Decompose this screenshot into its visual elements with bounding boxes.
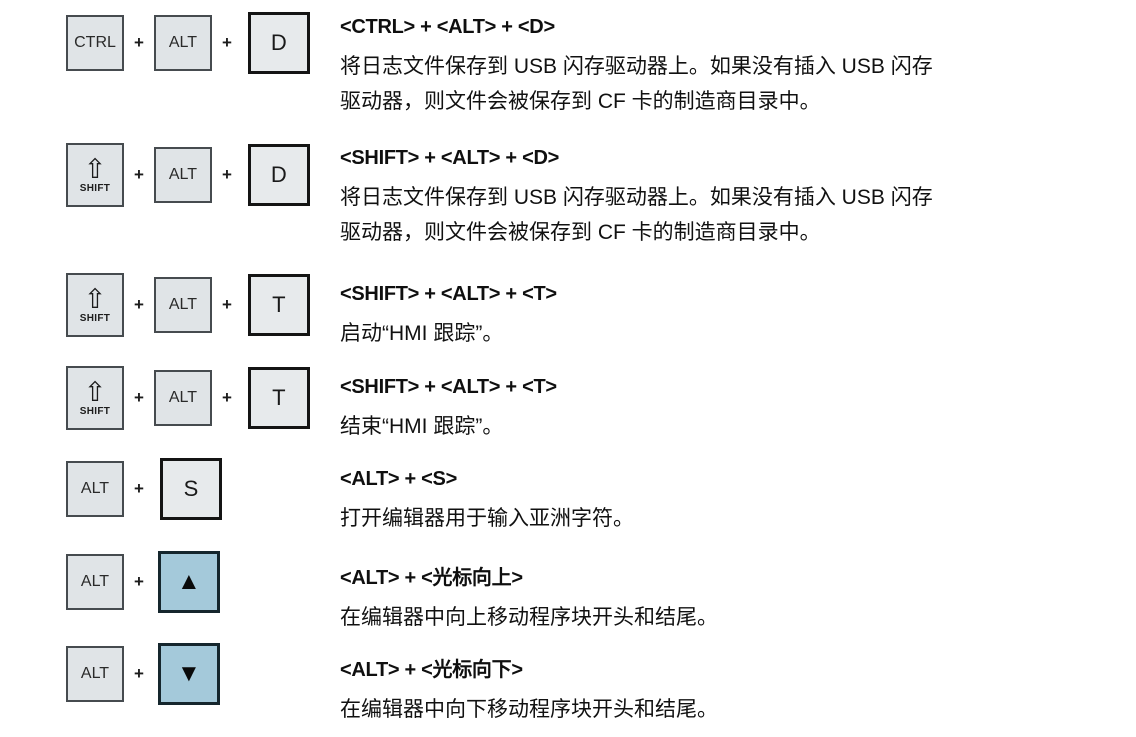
shortcut-heading: <ALT> + <S> [340,468,457,490]
key-label: ALT [80,573,110,590]
shortcut-row-shift-alt-t-end: ⇧ SHIFT + ALT + T <SHIFT> + <ALT> + <T> … [66,366,1136,458]
shift-arrow-icon: ⇧ [83,284,107,314]
shortcut-text: <SHIFT> + <ALT> + <T> 结束“HMI 跟踪”。 [340,366,1136,444]
shortcut-description-line: 启动“HMI 跟踪”。 [340,322,504,345]
plus-separator: + [134,479,144,498]
key-cursor-down: ▼ [157,643,220,705]
key-label: T [272,292,286,317]
shortcut-text: <ALT> + <S> 打开编辑器用于输入亚洲字符。 [340,458,1136,536]
key-label: ALT [168,389,198,406]
plus-separator: + [134,572,144,591]
key-alt: ALT [66,646,124,702]
key-label: SHIFT [79,406,111,417]
key-label: D [270,30,287,55]
plus-separator: + [134,388,144,407]
shortcut-row-shift-alt-d: ⇧ SHIFT + ALT + D <SHIFT> + <ALT> + <D> … [66,143,1136,273]
plus-separator: + [134,295,144,314]
shortcut-heading: <CTRL> + <ALT> + <D> [340,16,555,38]
shortcut-row-ctrl-alt-d: CTRL + ALT + D <CTRL> + <ALT> + <D> 将日志文… [66,12,1136,143]
key-d: D [247,144,310,206]
shortcut-row-alt-cursor-up: ALT + ▲ <ALT> + <光标向上> 在编辑器中向上移动程序块开头和结尾… [66,551,1136,643]
shortcut-text: <ALT> + <光标向上> 在编辑器中向上移动程序块开头和结尾。 [340,551,1136,635]
shortcut-description-line: 将日志文件保存到 USB 闪存驱动器上。如果没有插入 USB 闪存 [340,55,933,78]
shortcut-description-line: 结束“HMI 跟踪”。 [340,415,504,438]
key-label: ALT [168,296,198,313]
key-shift: ⇧ SHIFT [66,143,124,207]
key-combo: ALT + S [66,458,340,520]
key-alt: ALT [66,554,124,610]
key-alt: ALT [153,15,212,71]
shortcut-description-line: 驱动器，则文件会被保存到 CF 卡的制造商目录中。 [340,90,821,113]
key-combo: ALT + ▼ [66,643,340,705]
down-triangle-icon: ▼ [177,660,201,687]
shortcut-text: <ALT> + <光标向下> 在编辑器中向下移动程序块开头和结尾。 [340,643,1136,727]
key-combo: ⇧ SHIFT + ALT + D [66,143,340,207]
key-combo: ALT + ▲ [66,551,340,613]
plus-separator: + [221,33,232,52]
shortcut-row-alt-s: ALT + S <ALT> + <S> 打开编辑器用于输入亚洲字符。 [66,458,1136,551]
key-alt: ALT [153,147,212,203]
plus-separator: + [221,295,232,314]
key-label: SHIFT [79,183,111,194]
key-label: ALT [168,34,198,51]
plus-separator: + [134,33,144,52]
key-cursor-up: ▲ [157,551,220,613]
shift-arrow-icon: ⇧ [83,154,107,184]
key-label: SHIFT [79,313,111,324]
key-label: T [272,385,286,410]
shortcut-description-line: 在编辑器中向下移动程序块开头和结尾。 [340,698,718,721]
key-ctrl: CTRL [66,15,124,71]
shortcut-heading: <SHIFT> + <ALT> + <D> [340,147,559,169]
key-label: CTRL [74,34,116,51]
up-triangle-icon: ▲ [177,568,201,595]
shortcut-description-line: 将日志文件保存到 USB 闪存驱动器上。如果没有插入 USB 闪存 [340,186,933,209]
key-combo: ⇧ SHIFT + ALT + T [66,366,340,430]
key-t: T [247,274,310,336]
shortcut-row-alt-cursor-down: ALT + ▼ <ALT> + <光标向下> 在编辑器中向下移动程序块开头和结尾… [66,643,1136,727]
shortcut-text: <SHIFT> + <ALT> + <D> 将日志文件保存到 USB 闪存驱动器… [340,143,1136,250]
key-shift: ⇧ SHIFT [66,366,124,430]
plus-separator: + [221,388,232,407]
key-alt: ALT [153,277,212,333]
key-label: ALT [168,166,198,183]
key-alt: ALT [66,461,124,517]
shortcut-description-line: 驱动器，则文件会被保存到 CF 卡的制造商目录中。 [340,221,821,244]
shortcut-heading: <ALT> + <光标向下> [340,659,523,681]
shortcut-description-line: 打开编辑器用于输入亚洲字符。 [340,507,634,530]
key-shift: ⇧ SHIFT [66,273,124,337]
key-combo: ⇧ SHIFT + ALT + T [66,273,340,337]
key-d: D [247,12,310,74]
key-label: ALT [80,480,110,497]
shortcut-heading: <SHIFT> + <ALT> + <T> [340,376,557,398]
key-t: T [247,367,310,429]
shift-arrow-icon: ⇧ [83,377,107,407]
plus-separator: + [134,664,144,683]
shortcut-heading: <ALT> + <光标向上> [340,567,523,589]
shortcut-text: <CTRL> + <ALT> + <D> 将日志文件保存到 USB 闪存驱动器上… [340,12,1136,119]
key-label: S [183,476,199,501]
key-alt: ALT [153,370,212,426]
key-label: D [270,162,287,187]
shortcut-description-line: 在编辑器中向上移动程序块开头和结尾。 [340,606,718,629]
plus-separator: + [134,165,144,184]
shortcut-heading: <SHIFT> + <ALT> + <T> [340,283,557,305]
key-combo: CTRL + ALT + D [66,12,340,74]
shortcut-text: <SHIFT> + <ALT> + <T> 启动“HMI 跟踪”。 [340,273,1136,351]
key-s: S [159,458,222,520]
shortcut-row-shift-alt-t-start: ⇧ SHIFT + ALT + T <SHIFT> + <ALT> + <T> … [66,273,1136,366]
key-label: ALT [80,665,110,682]
plus-separator: + [221,165,232,184]
